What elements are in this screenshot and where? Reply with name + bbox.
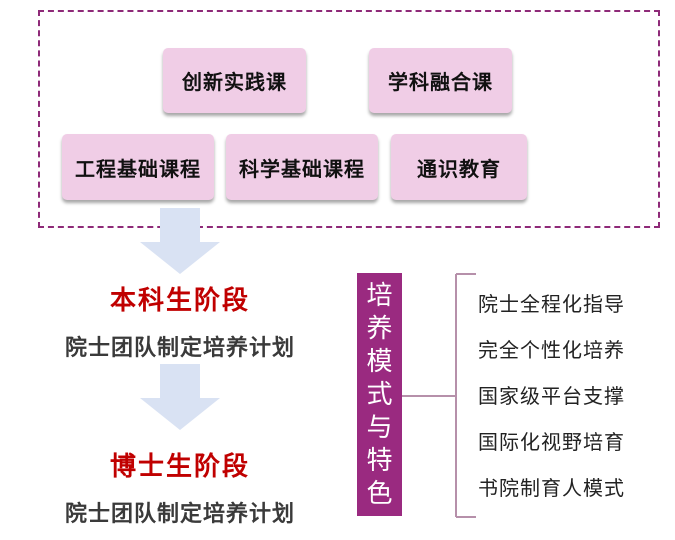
mode-char: 特	[366, 445, 393, 476]
stage-desc-doctoral: 院士团队制定培养计划	[64, 502, 295, 527]
mode-char: 培	[366, 280, 393, 311]
course-engineering-foundation: 工程基础课程	[62, 134, 214, 200]
feature-item: 完全个性化培养	[478, 338, 625, 362]
mode-char: 与	[366, 412, 393, 443]
course-science-foundation: 科学基础课程	[226, 134, 378, 200]
arrow-down-icon	[140, 208, 220, 274]
stage-desc-undergraduate: 院士团队制定培养计划	[64, 336, 295, 361]
course-interdisciplinary: 学科融合课	[369, 48, 512, 113]
feature-item: 书院制育人模式	[478, 476, 625, 500]
arrow-down-icon	[140, 364, 220, 430]
mode-char: 养	[366, 313, 393, 344]
course-innovation-practice: 创新实践课	[163, 48, 306, 113]
feature-item: 国家级平台支撑	[478, 384, 625, 408]
stage-title-doctoral: 博士生阶段	[109, 452, 250, 482]
stage-title-undergraduate: 本科生阶段	[109, 286, 250, 316]
mode-char: 模	[366, 346, 393, 377]
course-group-frame	[38, 10, 660, 228]
feature-item: 国际化视野培育	[478, 430, 625, 454]
training-mode-label: 培 养 模 式 与 特 色	[357, 273, 402, 516]
mode-char: 式	[366, 379, 393, 410]
mode-char: 色	[366, 478, 393, 509]
bracket-connector	[402, 273, 476, 518]
course-general-education: 通识教育	[391, 134, 527, 200]
feature-item: 院士全程化指导	[478, 292, 625, 316]
